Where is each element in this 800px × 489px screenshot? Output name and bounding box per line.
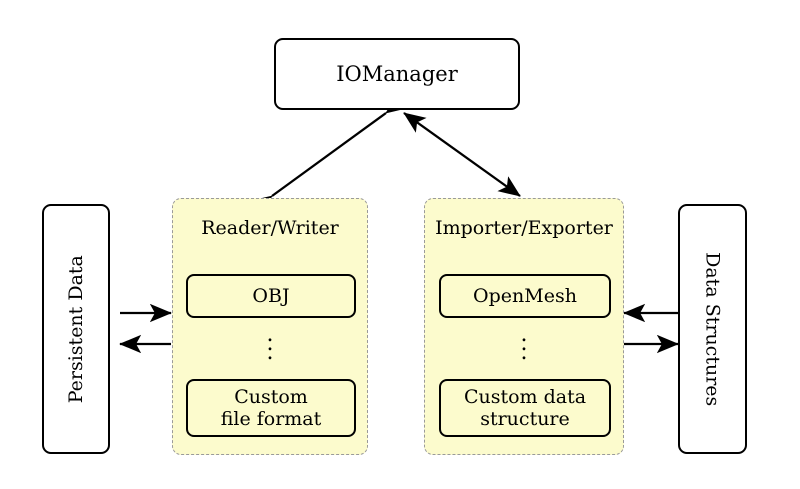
ellipsis-icon-reader-writer: ... bbox=[266, 322, 274, 366]
node-data-structures[interactable]: Data Structures bbox=[678, 204, 747, 454]
node-iomanager-label: IOManager bbox=[336, 61, 458, 86]
item-obj-label: OBJ bbox=[252, 284, 290, 307]
item-openmesh-label: OpenMesh bbox=[473, 284, 577, 307]
group-reader-writer: Reader/Writer OBJ ... Custom file format bbox=[172, 198, 368, 455]
group-importer-exporter: Importer/Exporter OpenMesh ... Custom da… bbox=[424, 198, 624, 455]
group-importer-exporter-title: Importer/Exporter bbox=[435, 217, 613, 239]
item-custom-data-structure-line1: Custom data bbox=[463, 385, 587, 408]
group-reader-writer-title: Reader/Writer bbox=[201, 217, 339, 239]
node-iomanager[interactable]: IOManager bbox=[274, 38, 520, 110]
node-persistent-data-label: Persistent Data bbox=[64, 254, 87, 404]
item-obj[interactable]: OBJ bbox=[186, 274, 356, 318]
node-data-structures-label: Data Structures bbox=[701, 251, 724, 407]
item-custom-file-format-line1: Custom bbox=[234, 385, 308, 408]
ellipsis-icon-importer-exporter: ... bbox=[520, 322, 528, 366]
item-custom-file-format[interactable]: Custom file format bbox=[186, 379, 356, 437]
item-custom-data-structure-line2: structure bbox=[480, 408, 570, 430]
item-openmesh[interactable]: OpenMesh bbox=[439, 274, 611, 318]
item-custom-data-structure[interactable]: Custom data structure bbox=[439, 379, 611, 437]
arrow-iomanager-importer-exporter bbox=[403, 112, 521, 197]
item-custom-file-format-line2: file format bbox=[220, 408, 322, 430]
arrow-iomanager-reader-writer bbox=[249, 93, 409, 216]
node-persistent-data[interactable]: Persistent Data bbox=[42, 204, 110, 454]
